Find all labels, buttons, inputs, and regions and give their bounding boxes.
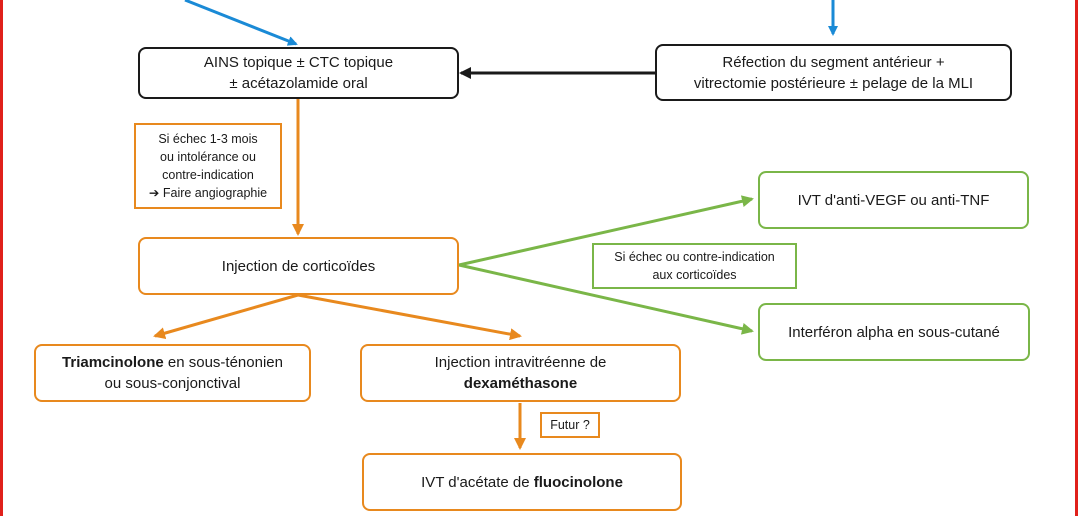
triamcinolone-line1: Triamcinolone en sous-ténonien (62, 352, 283, 373)
arrow-injection-to-interferon (458, 263, 754, 335)
dexamethasone-box: Injection intravitréenne de dexaméthason… (360, 344, 681, 402)
triamcinolone-bold: Triamcinolone (62, 354, 164, 371)
triamcinolone-box: Triamcinolone en sous-ténonien ou sous-c… (34, 344, 311, 402)
fluocinolone-line: IVT d'acétate de fluocinolone (421, 472, 623, 493)
echec-corticoides-note: Si échec ou contre-indication aux cortic… (592, 243, 797, 289)
refection-box: Réfection du segment antérieur + vitrect… (655, 44, 1012, 101)
arrow-injection-to-anti-vegf (458, 195, 754, 267)
echec-corticoides-line2: aux corticoïdes (652, 268, 737, 282)
ains-line2: ± acétazolamide oral (229, 75, 368, 92)
frame-right-border (1075, 0, 1078, 516)
echec-note-line3: contre-indication (162, 168, 254, 182)
interferon-label: Interféron alpha en sous-cutané (788, 323, 1000, 341)
fluocinolone-prefix: IVT d'acétate de (421, 473, 534, 491)
ains-line1: AINS topique ± CTC topique (203, 54, 394, 71)
echec-note-line2: ou intolérance ou (160, 150, 256, 164)
injection-corticoides-label: Injection de corticoïdes (221, 257, 376, 275)
arrow-injection-to-triamcinolone (153, 293, 299, 340)
interferon-box: Interféron alpha en sous-cutané (758, 303, 1030, 361)
fluocinolone-bold: fluocinolone (533, 473, 623, 491)
echec-corticoides-line1: Si échec ou contre-indication (614, 250, 775, 264)
injection-corticoides-box: Injection de corticoïdes (138, 237, 459, 295)
anti-vegf-box: IVT d'anti-VEGF ou anti-TNF (758, 171, 1029, 229)
arrow-injection-to-dexamethasone (297, 293, 522, 341)
futur-label: Futur ? (550, 418, 590, 432)
anti-vegf-label: IVT d'anti-VEGF ou anti-TNF (797, 191, 990, 209)
fluocinolone-box: IVT d'acétate de fluocinolone (362, 453, 682, 511)
triamcinolone-rest: en sous-ténonien (163, 354, 283, 371)
arrow-blue-left (184, 0, 298, 46)
frame-left-border (0, 0, 3, 516)
ains-box: AINS topique ± CTC topique ± acétazolami… (138, 47, 459, 99)
echec-note: Si échec 1-3 mois ou intolérance ou cont… (134, 123, 282, 209)
futur-note: Futur ? (540, 412, 600, 438)
refection-line1: Réfection du segment antérieur + (722, 53, 945, 71)
dexamethasone-line1: Injection intravitréenne de (434, 354, 607, 371)
refection-line2: vitrectomie postérieure ± pelage de la M… (693, 74, 974, 92)
echec-note-line1: Si échec 1-3 mois (158, 132, 258, 146)
dexamethasone-bold: dexaméthasone (463, 375, 578, 392)
dexamethasone-line2: dexaméthasone (464, 373, 577, 394)
echec-note-line4: ➔ Faire angiographie (148, 186, 268, 200)
triamcinolone-line2: ou sous-conjonctival (104, 375, 241, 392)
